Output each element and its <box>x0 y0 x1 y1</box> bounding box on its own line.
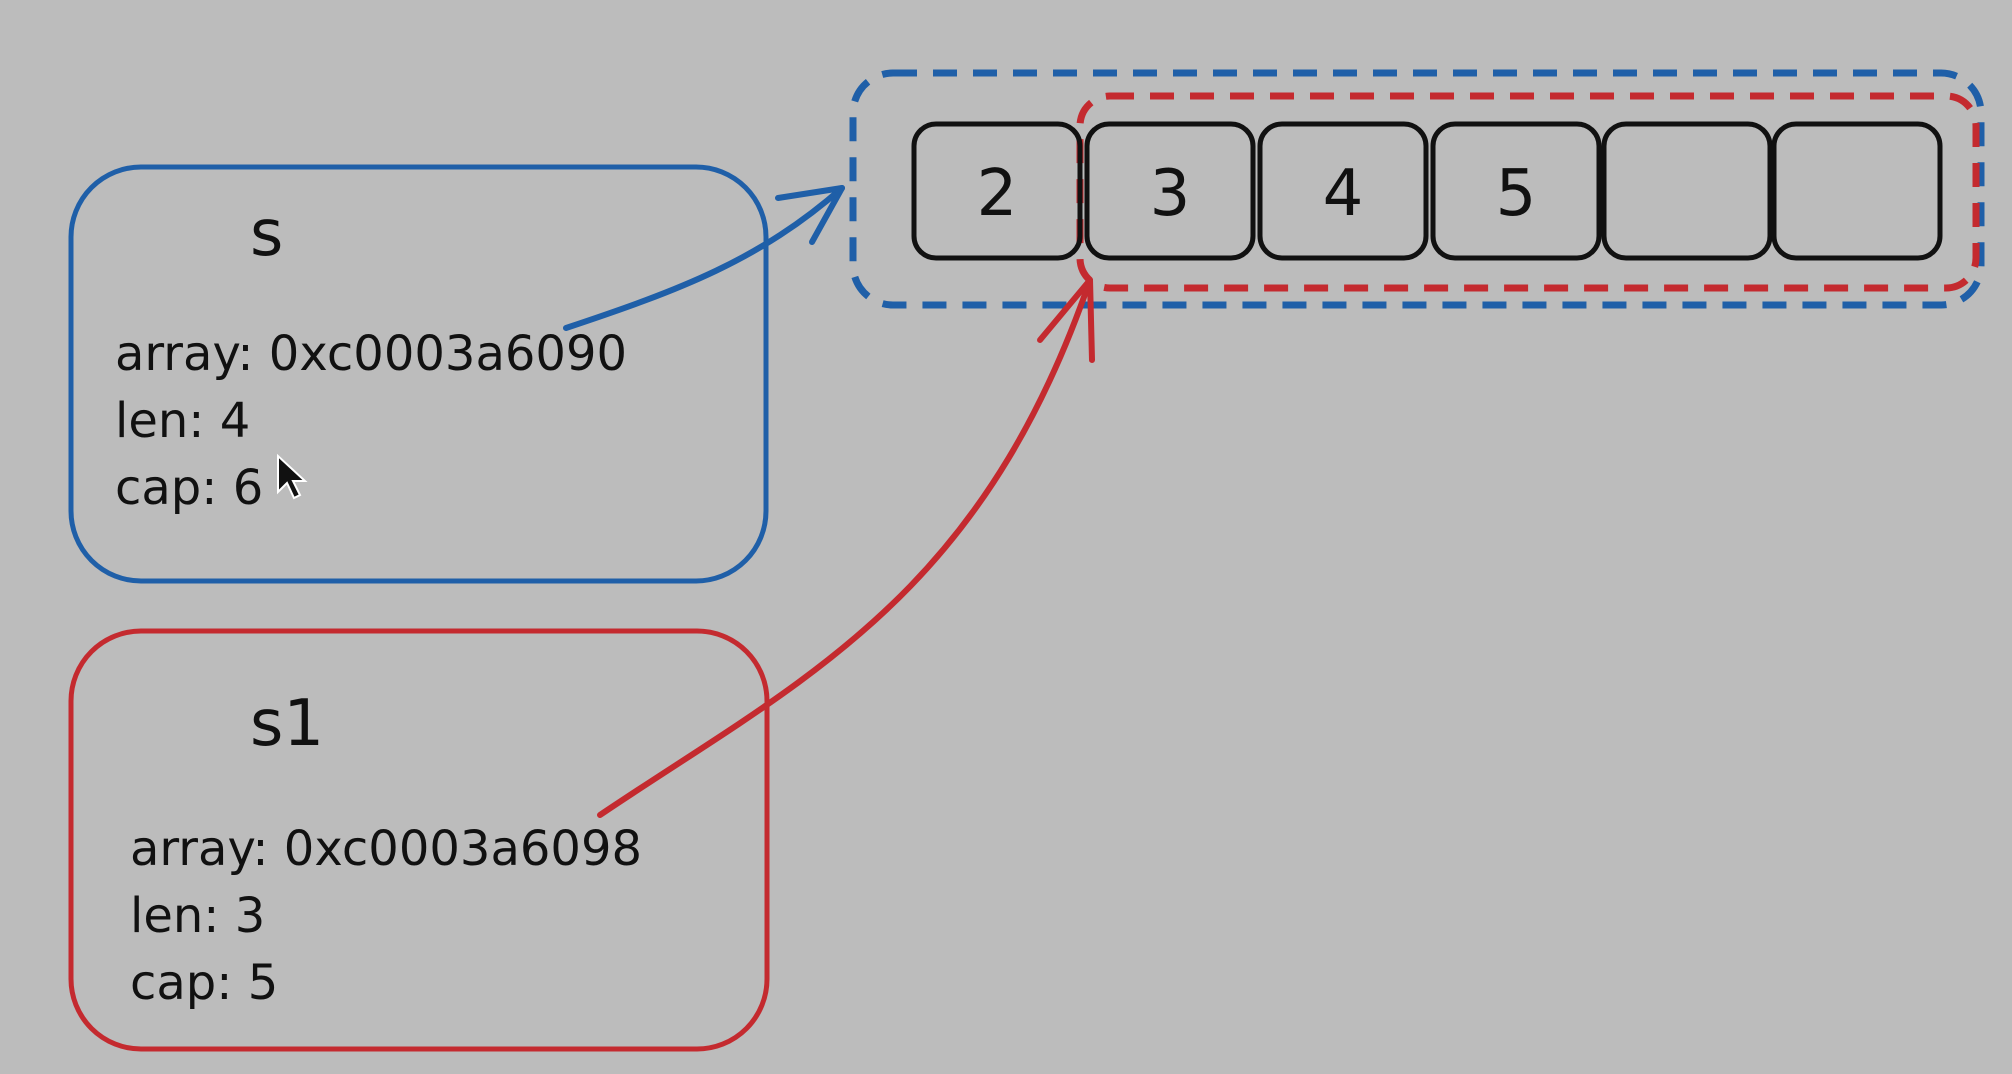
struct-s1-box <box>68 628 770 1052</box>
array-cell-box <box>911 121 1083 261</box>
struct-s: s array: 0xc0003a6090 len: 4 cap: 6 <box>68 164 769 584</box>
s-range-outline <box>849 69 1985 309</box>
struct-s-box <box>68 164 769 584</box>
array-cell-box <box>1430 121 1602 261</box>
array-cell-value: 5 <box>1496 157 1537 231</box>
array-cell: 3 <box>1084 121 1256 261</box>
struct-s1: s1 array: 0xc0003a6098 len: 3 cap: 5 <box>68 628 770 1052</box>
struct-s-name: s <box>250 197 283 271</box>
s-pointer-arrow <box>563 185 845 331</box>
backing-array: 2 3 4 5 <box>911 121 1943 261</box>
array-cell-value: 2 <box>977 157 1018 231</box>
array-cell: 4 <box>1257 121 1429 261</box>
array-cell-box <box>1257 121 1429 261</box>
s1-pointer-arrow <box>597 277 1095 818</box>
array-cell <box>1601 121 1773 261</box>
struct-s-len: len: 4 <box>115 393 250 449</box>
array-cell-box <box>1601 121 1773 261</box>
struct-s1-len: len: 3 <box>130 888 265 944</box>
mouse-cursor-icon <box>277 453 308 500</box>
array-cell-box <box>1771 121 1943 261</box>
array-cell-value: 4 <box>1323 157 1364 231</box>
struct-s1-name: s1 <box>250 687 324 761</box>
struct-s1-array: array: 0xc0003a6098 <box>130 821 642 877</box>
struct-s-array: array: 0xc0003a6090 <box>115 326 627 382</box>
array-cell-box <box>1084 121 1256 261</box>
struct-s1-cap: cap: 5 <box>130 955 278 1011</box>
array-cell <box>1771 121 1943 261</box>
struct-s-cap: cap: 6 <box>115 460 263 516</box>
array-cell: 2 <box>911 121 1083 261</box>
array-cell: 5 <box>1430 121 1602 261</box>
array-cell-value: 3 <box>1150 157 1191 231</box>
